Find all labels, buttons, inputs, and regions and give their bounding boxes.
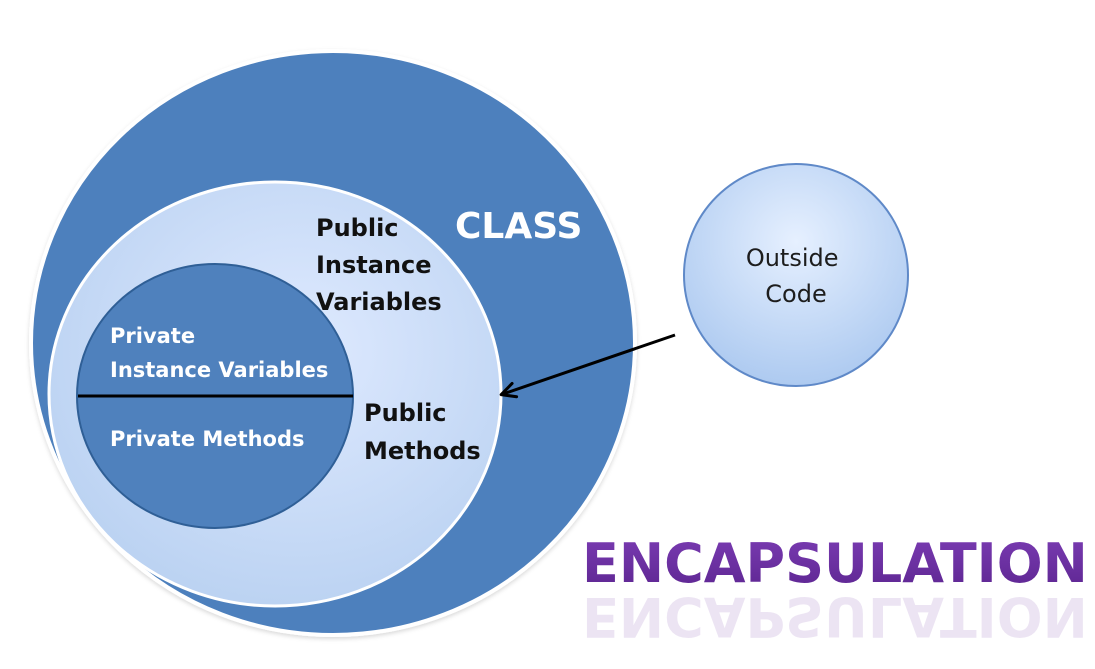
public-instance-variables-label: Public Instance Variables: [316, 214, 442, 316]
private-circle: [76, 263, 354, 529]
encapsulation-title-text: ENCAPSULATION: [582, 532, 1088, 595]
outside-code-circle: [683, 163, 909, 387]
encapsulation-title-reflection: ENCAPSULATION: [582, 585, 1088, 648]
private-methods-label: Private Methods: [110, 427, 305, 451]
access-arrow: [499, 333, 676, 399]
outside-code-label: Outside Code: [746, 244, 846, 308]
encapsulation-title: ENCAPSULATION ENCAPSULATION: [582, 532, 1088, 648]
public-methods-label: Public Methods: [364, 399, 481, 465]
private-instance-variables-label: Private Instance Variables: [110, 324, 328, 382]
class-label: CLASS: [455, 206, 582, 247]
